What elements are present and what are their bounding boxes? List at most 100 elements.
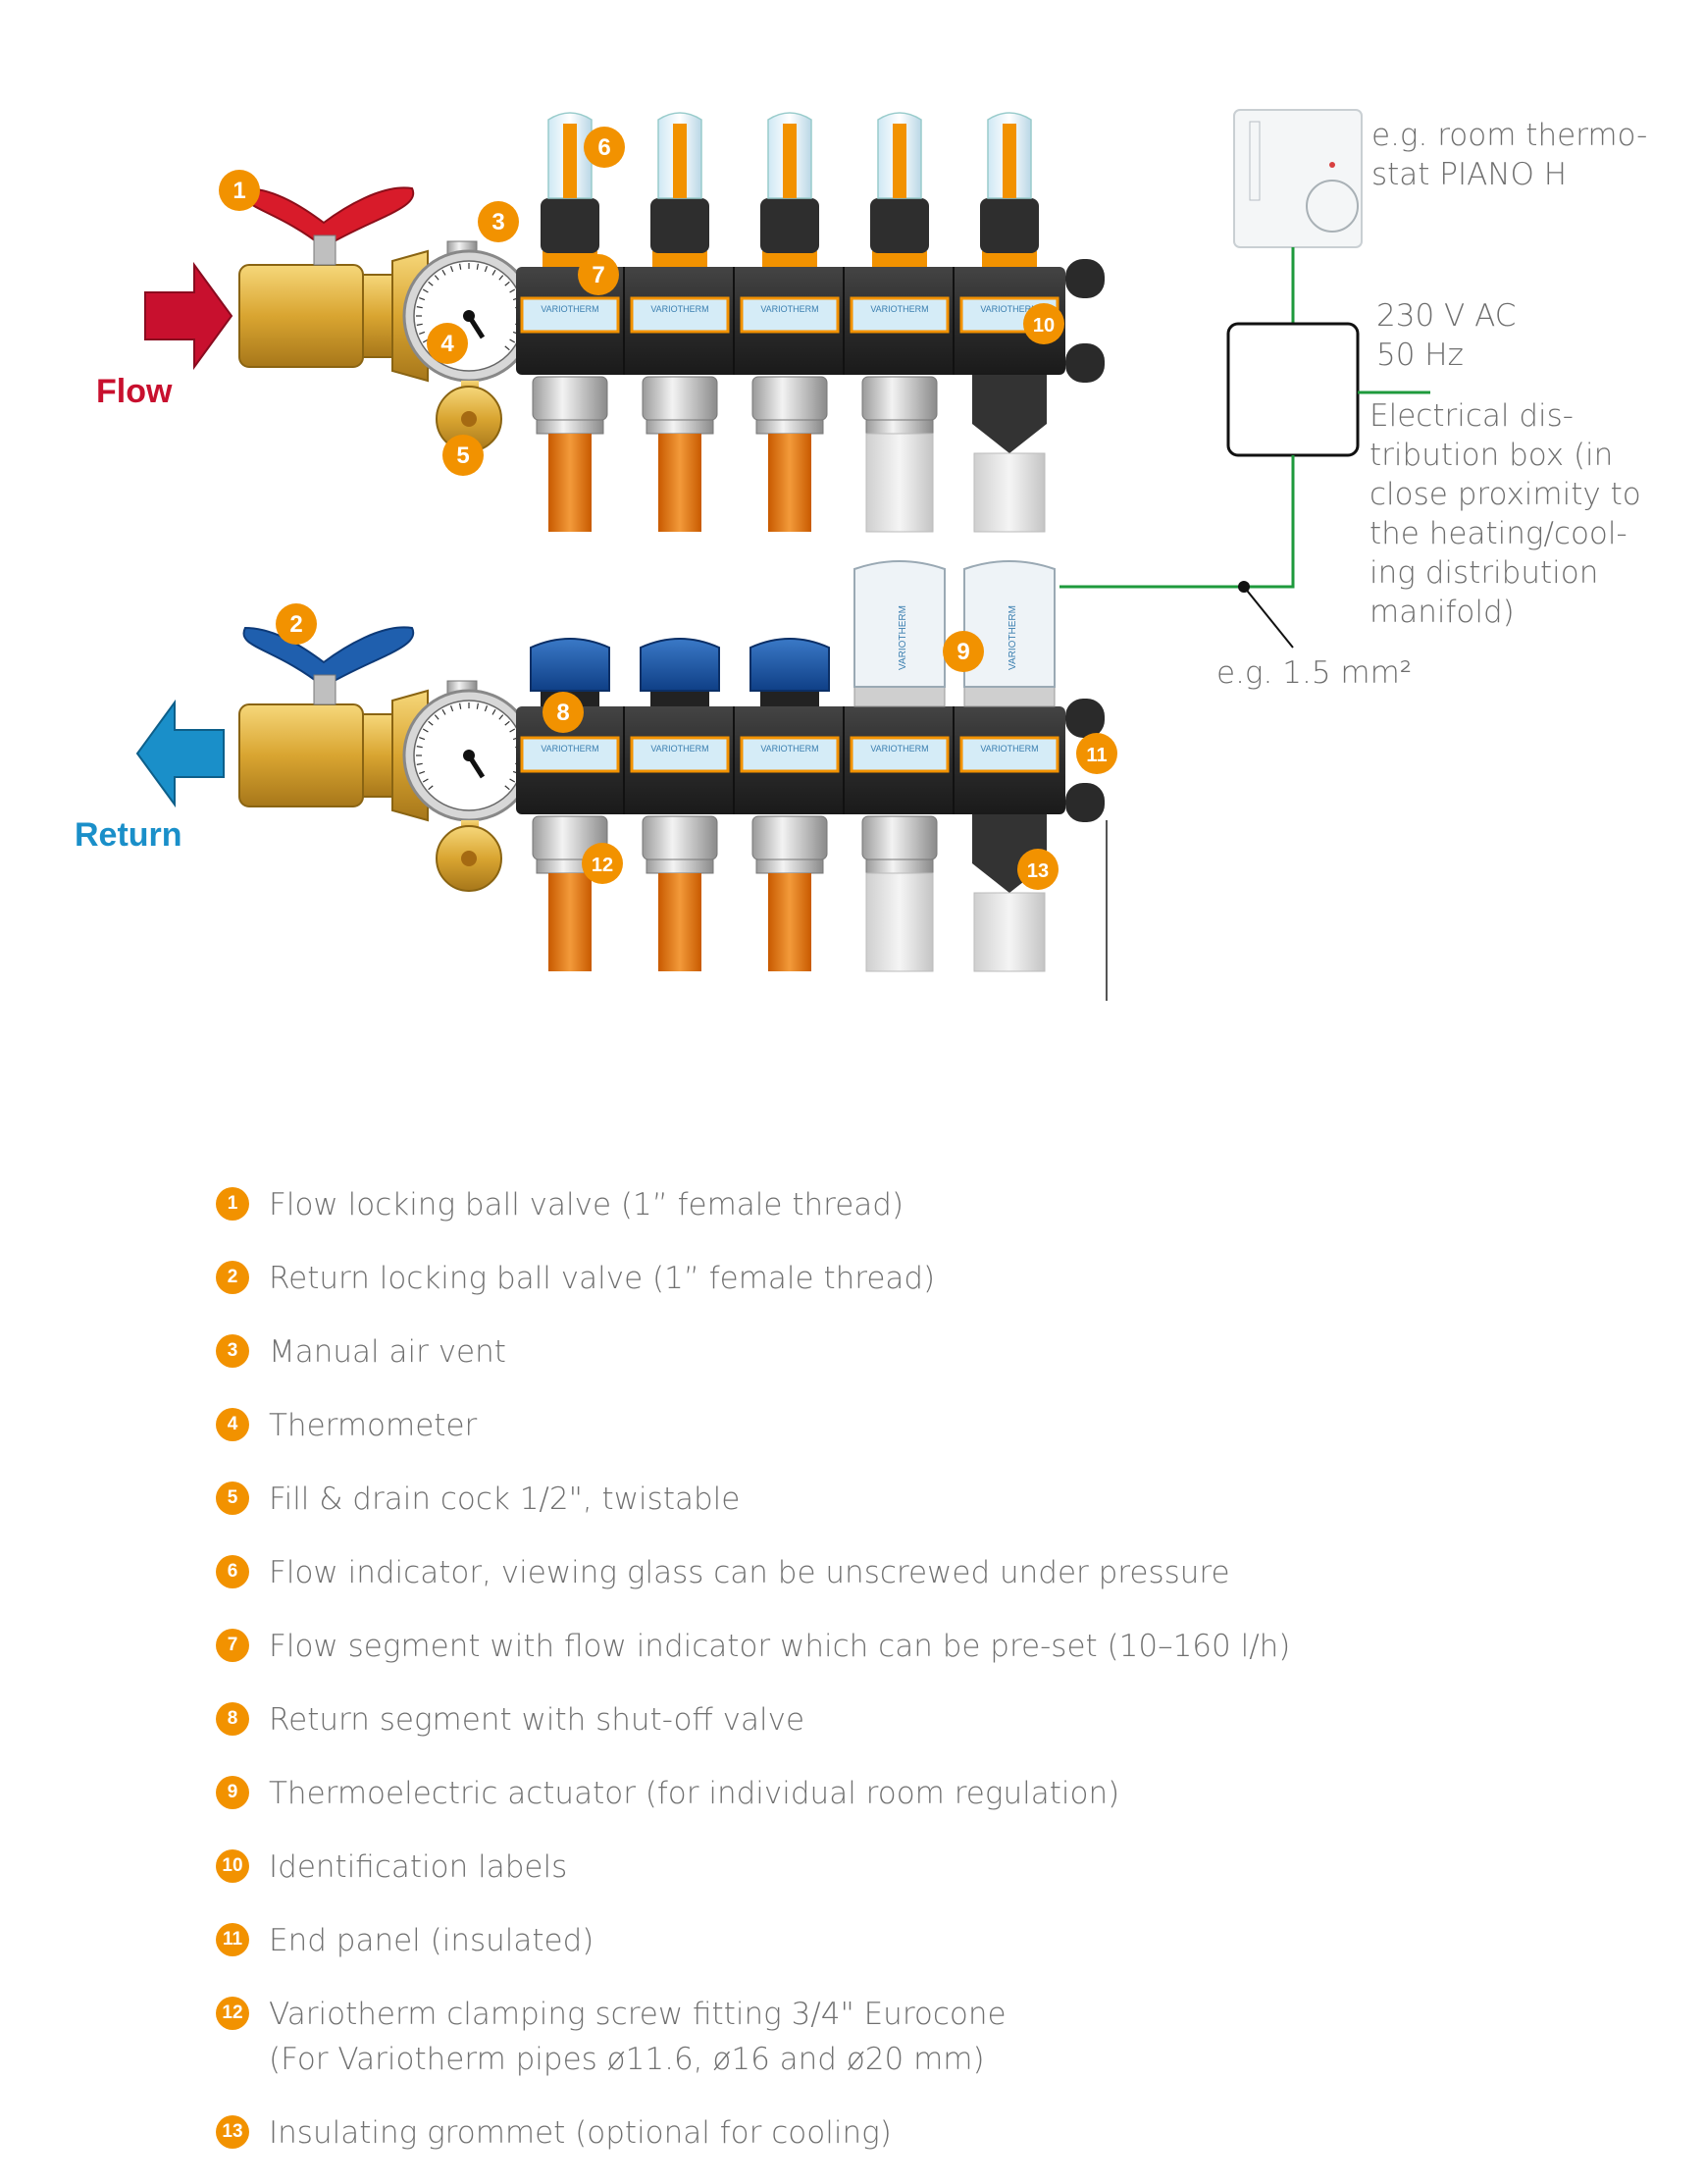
legend-text-line: Flow indicator, viewing glass can be uns… — [269, 1555, 1230, 1590]
legend-item: 7 Flow segment with flow indicator which … — [216, 1624, 1491, 1669]
ball-valve-nut — [362, 713, 393, 798]
thermometer-tick — [459, 263, 462, 270]
voltage-label: 230 V AC 50 Hz — [1376, 296, 1516, 375]
screw-fitting — [861, 815, 938, 860]
screw-fitting — [642, 376, 718, 421]
distribution-box-label-line: the heating/cool- — [1369, 516, 1628, 551]
thermometer-hub — [463, 310, 475, 322]
thermometer-tick — [419, 296, 426, 301]
insulated-pipe — [973, 452, 1046, 533]
callout-number: 12 — [592, 855, 613, 876]
callout-badge — [427, 323, 468, 364]
room-thermostat-icon — [1233, 109, 1363, 248]
return-label: Return — [75, 816, 182, 854]
ball-valve-body — [238, 703, 364, 807]
thermometer-tick — [416, 306, 423, 309]
legend-text-line: Insulating grommet (optional for cooling… — [269, 2115, 892, 2151]
thermostat-led — [1329, 162, 1335, 168]
callout-badge — [584, 127, 625, 168]
legend-number-badge: 3 — [216, 1334, 249, 1368]
screw-fitting-ring — [865, 419, 934, 435]
thermoelectric-actuator — [963, 560, 1056, 688]
legend-number-badge: 7 — [216, 1629, 249, 1662]
thermometer-tick — [422, 288, 429, 293]
screw-fitting — [642, 815, 718, 860]
shutoff-cap-icon — [640, 638, 720, 692]
label-brand-text: VARIOTHERM — [980, 304, 1038, 314]
label-brand-text: VARIOTHERM — [650, 744, 708, 754]
flow-indicator-body — [541, 198, 599, 253]
legend-number-badge: 8 — [216, 1702, 249, 1736]
actuator-brand-text: VARIOTHERM — [898, 605, 908, 670]
flow-indicator-rod — [563, 124, 577, 198]
legend-number-badge: 6 — [216, 1555, 249, 1588]
orange-pipe — [658, 873, 701, 971]
end-cap-bottom — [1065, 343, 1105, 383]
callout-number: 9 — [956, 639, 969, 665]
thermometer-tick — [428, 281, 434, 286]
legend-text: Thermoelectric actuator (for individual … — [269, 1771, 1119, 1816]
legend-text-line: Return segment with shut-off valve — [269, 1702, 805, 1738]
thermometer-tick — [484, 266, 489, 273]
distribution-box-label-line: manifold) — [1369, 595, 1515, 630]
callout-badge — [943, 631, 984, 672]
flow-indicator-rod — [783, 124, 797, 198]
flow-indicator-body — [760, 198, 819, 253]
shutoff-cap-icon — [530, 638, 610, 692]
flow-indicator-collar — [762, 251, 817, 267]
thermometer-tick — [419, 331, 426, 336]
thermometer-tick — [498, 714, 504, 720]
callout-number: 8 — [556, 700, 569, 726]
return-arrow-icon — [135, 699, 225, 808]
thermometer-tick — [419, 770, 426, 775]
actuator-brand-text: VARIOTHERM — [1008, 605, 1018, 670]
legend-number-badge: 12 — [216, 1997, 249, 2030]
flow-indicator-body — [980, 198, 1039, 253]
legend-text-line: Identification labels — [269, 1849, 568, 1885]
insulated-pipe — [973, 892, 1046, 972]
identification-label — [520, 736, 620, 773]
screw-fitting-ring — [646, 419, 714, 435]
legend-text-line: Variotherm clamping screw fitting 3/4" E… — [269, 1997, 1007, 2032]
identification-label — [850, 736, 950, 773]
label-brand-text: VARIOTHERM — [870, 304, 928, 314]
identification-label — [740, 736, 840, 773]
orange-pipe — [548, 873, 592, 971]
screw-fitting — [751, 376, 828, 421]
callout-badge — [542, 692, 584, 733]
callout-badge — [478, 201, 519, 242]
callout-number: 4 — [440, 331, 454, 357]
end-cap-top — [1065, 699, 1105, 738]
label-brand-text: VARIOTHERM — [980, 744, 1038, 754]
shutoff-collar — [760, 691, 819, 706]
insulated-pipe — [865, 433, 934, 533]
legend-item: 3 Manual air vent — [216, 1329, 1491, 1375]
voltage-line2: 50 Hz — [1376, 338, 1464, 373]
thermometer-tick — [504, 281, 510, 286]
thermometer-tick — [449, 266, 454, 273]
valve-stem — [313, 674, 336, 705]
callout-badge — [582, 843, 623, 884]
legend-text-line: End panel (insulated) — [269, 1923, 594, 1958]
actuator-wire — [1059, 455, 1295, 589]
distribution-box — [1226, 322, 1360, 457]
legend-text-line: (For Variotherm pipes ø11.6, ø16 and ø20… — [269, 2042, 985, 2077]
legend-text-line: Flow segment with flow indicator which c… — [269, 1629, 1291, 1664]
distribution-box-label-line: close proximity to — [1369, 477, 1641, 512]
flow-arrow-icon — [144, 261, 233, 371]
legend-text: Identification labels — [269, 1845, 567, 1890]
legend-text-line: Return locking ball valve (1” female thr… — [269, 1261, 936, 1296]
legend-text: Manual air vent — [269, 1329, 506, 1375]
screw-fitting — [532, 376, 608, 421]
distribution-box-label-line: tribution box (in — [1369, 438, 1614, 473]
thermometer-tick — [459, 702, 462, 709]
thermometer-tick — [491, 269, 496, 276]
callout-badge — [1023, 303, 1064, 344]
legend-text: Thermometer — [269, 1403, 477, 1448]
legend-text: Flow segment with flow indicator which c… — [269, 1624, 1290, 1669]
